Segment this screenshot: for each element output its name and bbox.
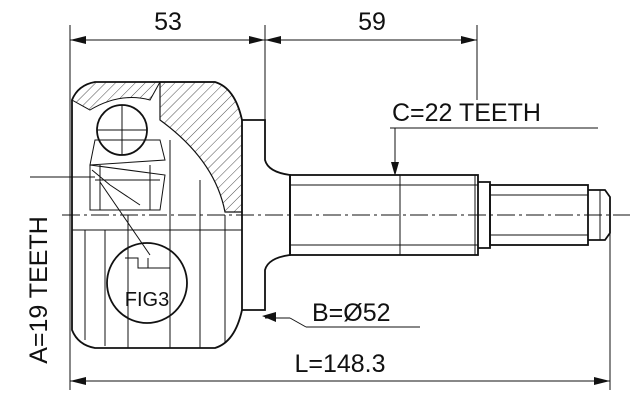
dim-outer-length: 53 [154,8,182,36]
fig3-detail: FIG3 [99,181,188,324]
fig3-label: FIG3 [125,289,169,311]
inner-ball-cage [89,104,166,211]
dim-spline-c: C=22 TEETH [392,99,541,127]
extension-lines [30,25,611,390]
dim-abs-ring: B=Ø52 [312,299,391,327]
spline-c-leader [390,127,598,176]
dim-shaft-length: 59 [358,8,386,36]
dim-spline-a: A=19 TEETH [25,216,53,364]
dim-total-length: L=148.3 [294,350,385,378]
ring-leader [262,312,420,328]
top-dimension-lines [70,36,477,44]
shaft [242,119,611,311]
total-length-line [70,377,610,385]
outer-housing [71,81,243,349]
